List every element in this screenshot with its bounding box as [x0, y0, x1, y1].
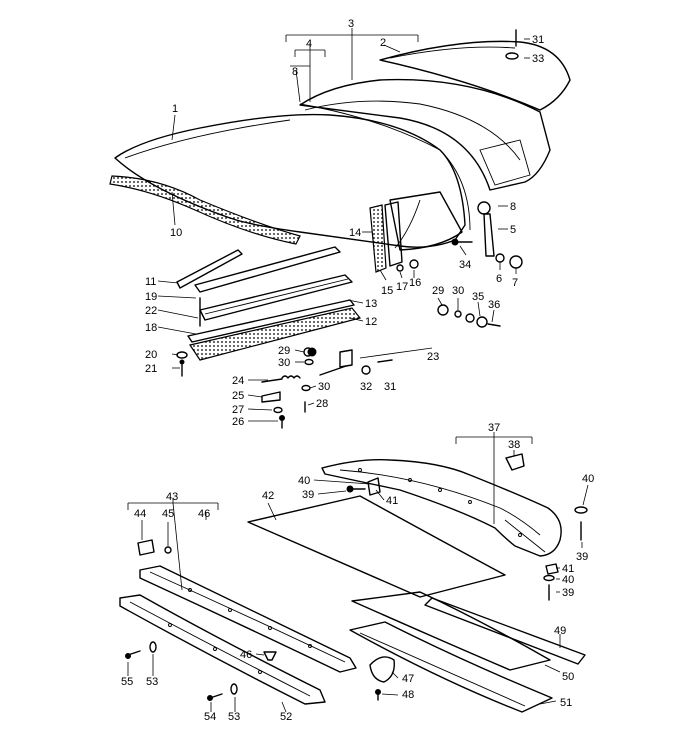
callout-15: 15 — [381, 285, 393, 297]
callout-4: 4 — [306, 38, 312, 50]
callout-41b: 41 — [562, 563, 574, 575]
roof-frame — [299, 78, 551, 191]
callout-22: 22 — [145, 305, 157, 317]
callout-13: 13 — [365, 298, 377, 310]
callout-8a: 8 — [292, 66, 298, 78]
callout-24: 24 — [232, 375, 244, 387]
callout-33: 33 — [532, 53, 544, 65]
spring — [281, 375, 301, 379]
callout-20: 20 — [145, 349, 157, 361]
callout-26: 26 — [232, 416, 244, 428]
headliner-panel-42 — [247, 495, 506, 598]
callout-labels: 1 2 3 4 8 31 33 10 8 5 14 6 7 34 17 16 1… — [121, 18, 594, 723]
header-rail-46 — [139, 565, 357, 673]
callout-29a: 29 — [432, 285, 444, 297]
callout-46a: 46 — [198, 508, 210, 520]
callout-40b: 40 — [582, 473, 594, 485]
callout-3: 3 — [348, 18, 354, 30]
callout-39c: 39 — [562, 587, 574, 599]
callout-8b: 8 — [510, 201, 516, 213]
callout-7: 7 — [512, 277, 518, 289]
callout-10: 10 — [170, 227, 182, 239]
callout-42: 42 — [262, 490, 274, 502]
hinge-bushing — [477, 201, 491, 215]
trim-rail — [194, 246, 341, 293]
callout-45: 45 — [162, 508, 174, 520]
callout-29b: 29 — [278, 345, 290, 357]
callout-5: 5 — [510, 224, 516, 236]
hinge-nut — [495, 253, 505, 263]
trim-strip-49 — [424, 597, 586, 665]
hinge-strap — [483, 213, 495, 257]
trim-seal-18 — [187, 299, 355, 343]
callout-27: 27 — [232, 404, 244, 416]
callout-49: 49 — [554, 625, 566, 637]
lower-rail-52 — [119, 594, 326, 705]
callout-54: 54 — [204, 711, 216, 723]
callout-34: 34 — [459, 259, 471, 271]
callout-51: 51 — [560, 697, 572, 709]
callout-48: 48 — [402, 689, 414, 701]
callout-53b: 53 — [228, 711, 240, 723]
callout-28: 28 — [316, 398, 328, 410]
callout-53a: 53 — [146, 676, 158, 688]
callout-31a: 31 — [532, 34, 544, 46]
callout-23: 23 — [427, 351, 439, 363]
callout-39b: 39 — [576, 551, 588, 563]
callout-12: 12 — [365, 316, 377, 328]
pillar-trim — [384, 201, 403, 267]
callout-46b: 46 — [240, 649, 252, 661]
liner-51 — [349, 621, 553, 713]
callout-1: 1 — [172, 103, 178, 115]
bracket-23 — [339, 349, 353, 368]
callout-30b: 30 — [278, 357, 290, 369]
callout-44: 44 — [134, 508, 146, 520]
callout-55: 55 — [121, 676, 133, 688]
callout-30c: 30 — [318, 381, 330, 393]
callout-50: 50 — [562, 671, 574, 683]
callout-47: 47 — [402, 673, 414, 685]
callout-41a: 41 — [386, 495, 398, 507]
grab-handle — [369, 656, 395, 683]
callout-18: 18 — [145, 322, 157, 334]
callout-21: 21 — [145, 363, 157, 375]
rear-window-glass — [379, 40, 571, 111]
callout-16: 16 — [409, 277, 421, 289]
callout-43: 43 — [166, 491, 178, 503]
callout-14: 14 — [349, 227, 361, 239]
callout-35: 35 — [472, 291, 484, 303]
rear-shelf-37 — [321, 459, 562, 557]
callout-17: 17 — [396, 281, 408, 293]
callout-6: 6 — [496, 273, 502, 285]
callout-31b: 31 — [384, 381, 396, 393]
callout-40a: 40 — [298, 475, 310, 487]
roof-shell — [114, 113, 466, 248]
trim-seal-12 — [189, 307, 362, 361]
trim-strip-11 — [176, 249, 243, 289]
cap-44 — [137, 539, 155, 556]
callout-30a: 30 — [452, 285, 464, 297]
pillar-seal — [369, 204, 387, 273]
callout-11: 11 — [145, 276, 156, 288]
weatherstrip-front — [109, 175, 301, 245]
callout-39a: 39 — [302, 489, 314, 501]
liner-50 — [351, 591, 551, 671]
washer — [396, 264, 404, 272]
callout-36: 36 — [488, 299, 500, 311]
callout-32: 32 — [360, 381, 372, 393]
callout-25: 25 — [232, 390, 244, 402]
callout-37: 37 — [488, 422, 500, 434]
callout-2: 2 — [380, 37, 386, 49]
callout-19: 19 — [145, 291, 157, 303]
callout-52: 52 — [280, 711, 292, 723]
roof-side-panel — [389, 191, 463, 251]
callout-38: 38 — [508, 439, 520, 451]
hinge-knob — [509, 255, 523, 269]
trim-channel-13 — [199, 274, 353, 321]
callout-40c: 40 — [562, 574, 574, 586]
screw-head — [409, 259, 419, 269]
